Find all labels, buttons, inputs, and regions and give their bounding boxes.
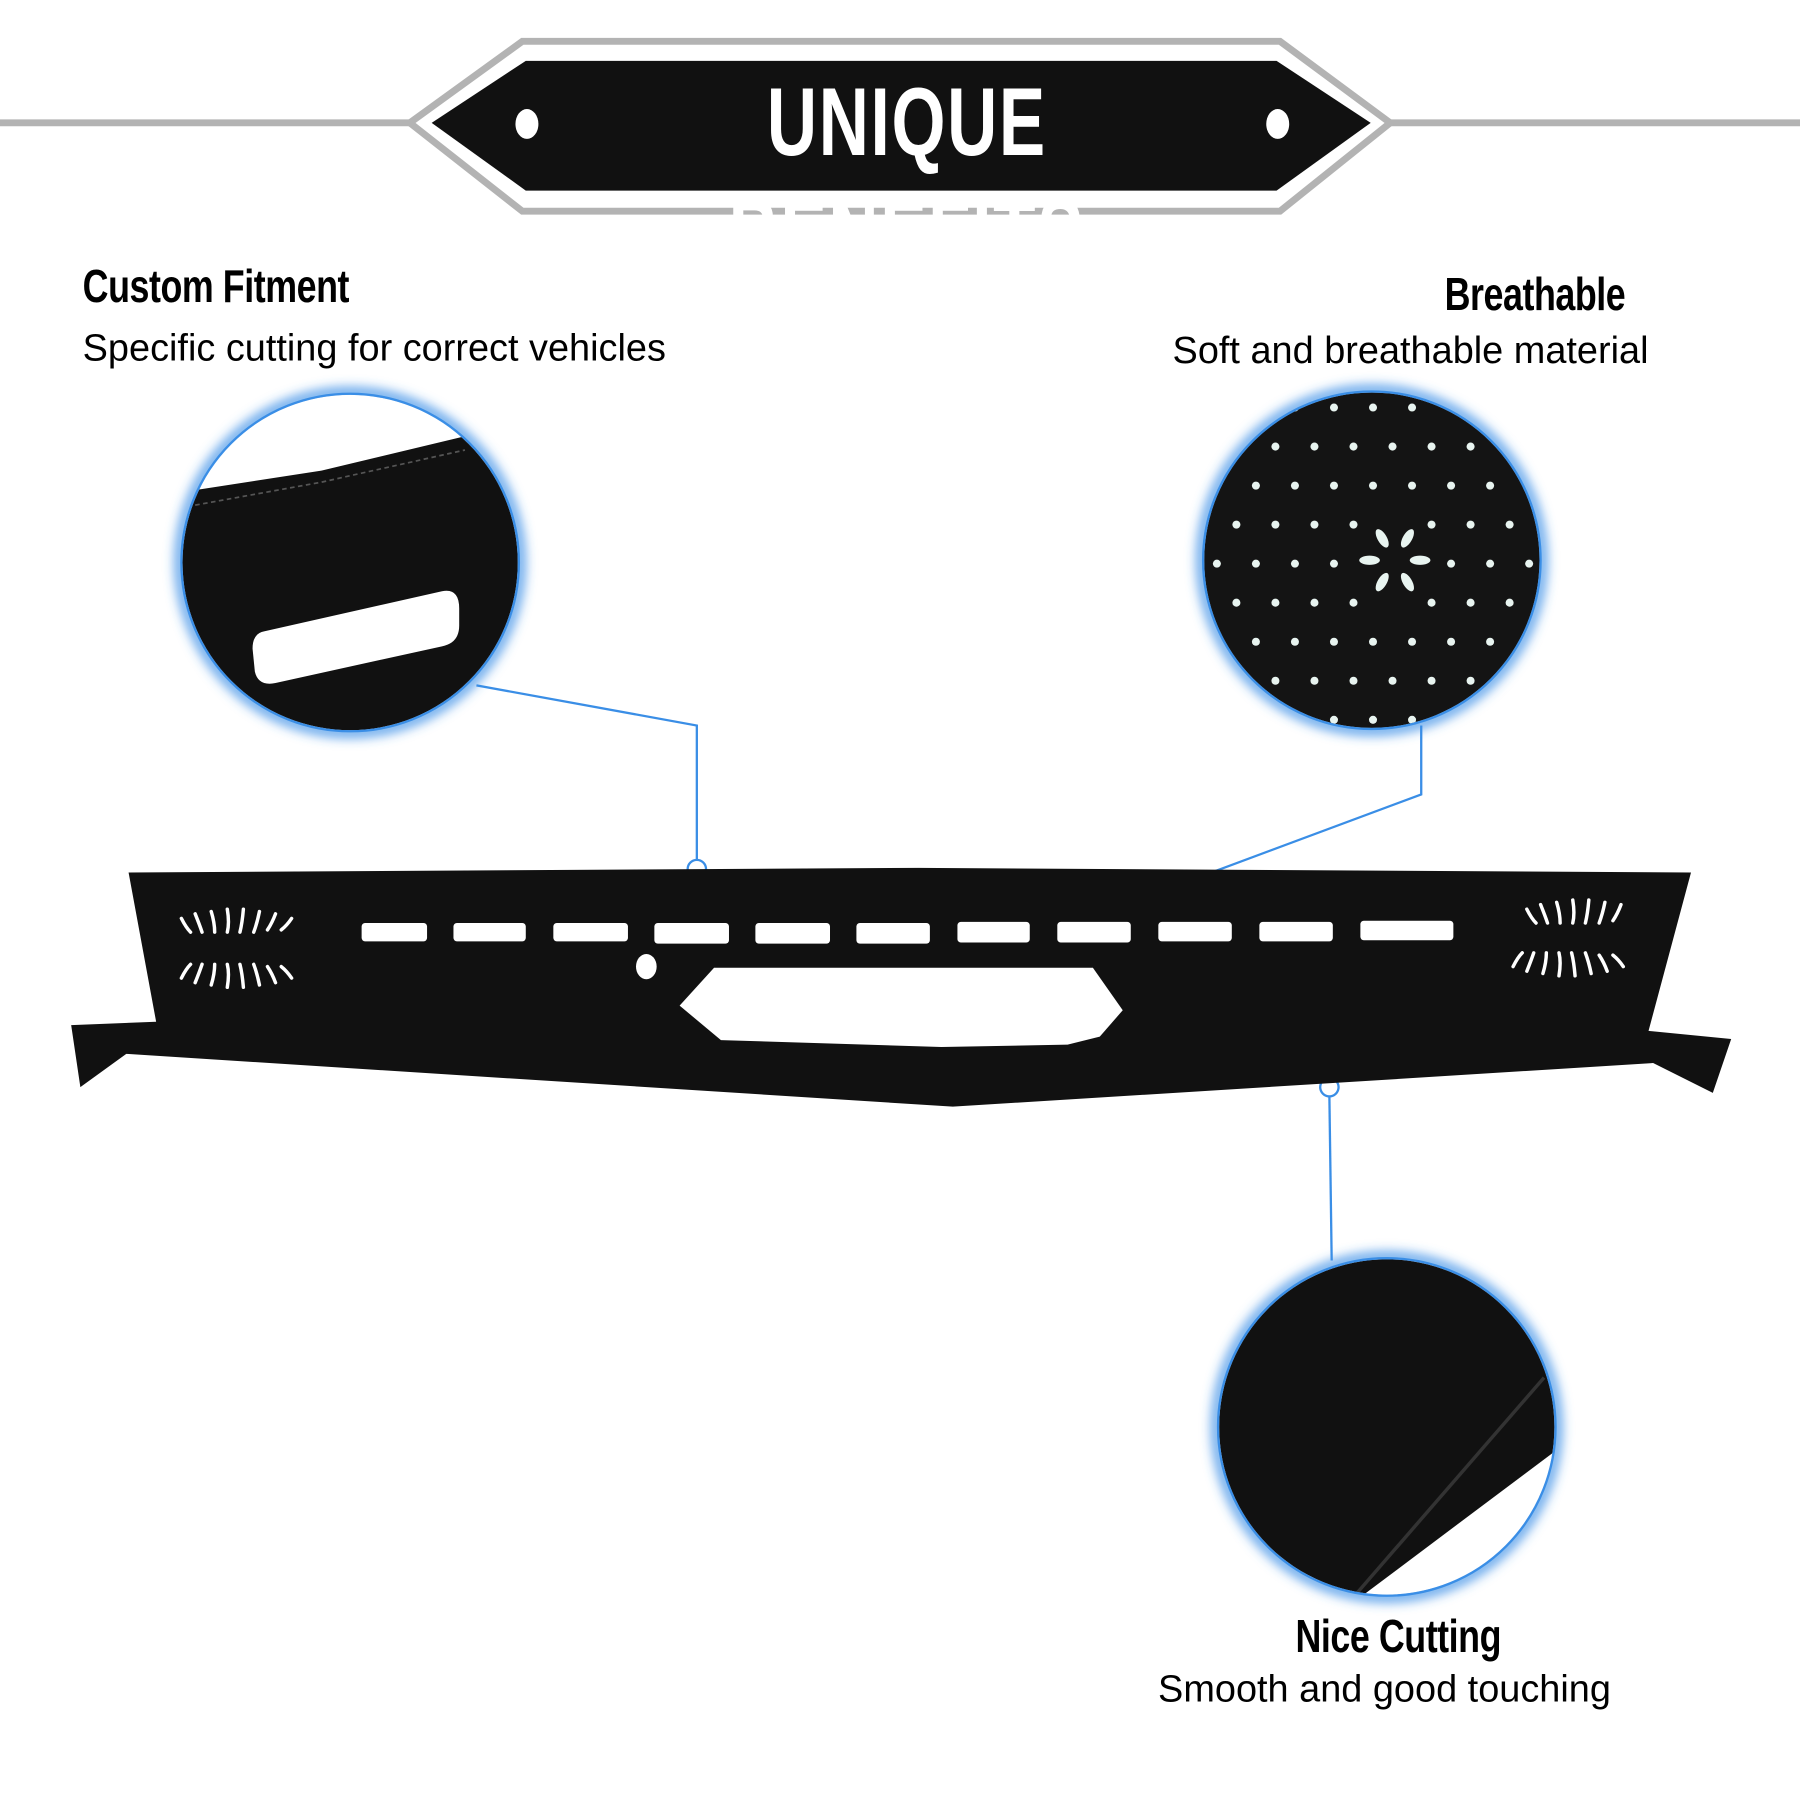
perforation-dot [1447,559,1456,568]
perforation-dot [1329,403,1338,412]
perforation-dot [1290,481,1299,490]
perforated-material-zoom [1197,385,1553,735]
perforation-dot [1447,481,1456,490]
perforation-dot [1486,481,1495,490]
perforation-dot [1349,520,1358,529]
perforation-dot [1486,559,1495,568]
perforation-dot [1427,676,1436,685]
perforation-dot [1368,715,1378,724]
perforation-dot [1329,559,1338,568]
perforation-dot [1232,676,1241,685]
perforation-star [1409,555,1431,565]
perforation-dot [1525,559,1534,568]
perforation-dot [1486,403,1495,412]
perforation-dot [1232,520,1241,529]
perforation-dot [1349,442,1358,451]
perforation-dot [1388,676,1397,685]
perforation-dot [1329,481,1338,490]
perforation-dot [1212,559,1221,568]
perforation-star [1359,555,1380,565]
perforation-dot [1290,637,1299,646]
perforation-star [1400,529,1414,548]
perforation-dot [1329,715,1338,724]
perforation-dot [1349,676,1358,685]
perforation-dot [1290,559,1299,568]
perforation-dot [1349,598,1358,607]
perforation-star [1400,572,1414,592]
perforation-dot [1271,442,1280,451]
feature-desc-breathable: Soft and breathable material [1172,328,1649,371]
perforation-dot [1212,715,1221,724]
perforation-dot [1310,676,1319,685]
bullet-icon [515,109,539,139]
perforation-dot [1545,599,1553,607]
perforation-dot [1310,442,1319,451]
perforation-dot [1466,598,1475,607]
bullet-icon [1266,109,1290,139]
perforation-dot [1251,403,1260,412]
dashboard-mat [71,867,1732,1107]
perforation-dot [1486,715,1495,724]
perforation-dot [1368,403,1378,412]
edge-detail-zoom [1212,1252,1562,1602]
perforation-dot [1486,637,1495,646]
perforation-dot [1427,598,1436,607]
perforation-dot [1310,598,1319,607]
perforation-dot [1368,637,1378,646]
perforation-dot [1329,637,1338,646]
perforation-dot [1466,520,1475,529]
perforation-dot [1545,677,1553,685]
perforation-dot [1251,559,1260,568]
perforation-dot [1388,442,1397,451]
perforation-dot [1447,637,1456,646]
perforation-dot [1310,520,1319,529]
perforation-dot [1505,520,1514,529]
feature-title-nice-cutting: Nice Cutting [1295,1611,1502,1663]
feature-desc-nice-cutting: Smooth and good touching [1158,1666,1611,1710]
perforation-star [1375,572,1389,592]
perforation-dot [1505,598,1514,607]
perforation-dot [1545,521,1553,529]
perforation-star [1375,529,1389,548]
perforation-dot [1251,637,1260,646]
banner-shape [404,37,1396,215]
perforation-dot [1251,481,1260,490]
perforation-dot [1408,403,1417,412]
perforation-dot [1505,442,1514,451]
perforation-dot [1368,481,1378,490]
banner-title: UNIQUE BENEFITS [728,67,1086,287]
perforation-dot [1466,442,1475,451]
perforation-dot [1271,598,1280,607]
feature-desc-custom-fitment: Specific cutting for correct vehicles [82,326,666,369]
feature-title-breathable: Breathable [1444,269,1626,321]
perforation-dot [1212,403,1221,412]
perforation-dot [1545,443,1553,451]
perforation-dot [1525,715,1534,724]
perforation-dot [1408,715,1417,724]
perforation-dot [1271,520,1280,529]
perforation-dot [1505,676,1514,685]
perforation-dot [1525,403,1534,412]
perforation-dot [1232,598,1241,607]
feature-title-custom-fitment: Custom Fitment [82,261,350,313]
perforation-dot [1427,442,1436,451]
perforation-dot [1466,676,1475,685]
perforation-dot [1408,637,1417,646]
cutout-detail-zoom [175,388,525,738]
perforation-dot [1427,520,1436,529]
perforation-dot [1251,715,1260,724]
perforation-dot [1408,481,1417,490]
perforation-dot [1271,676,1280,685]
